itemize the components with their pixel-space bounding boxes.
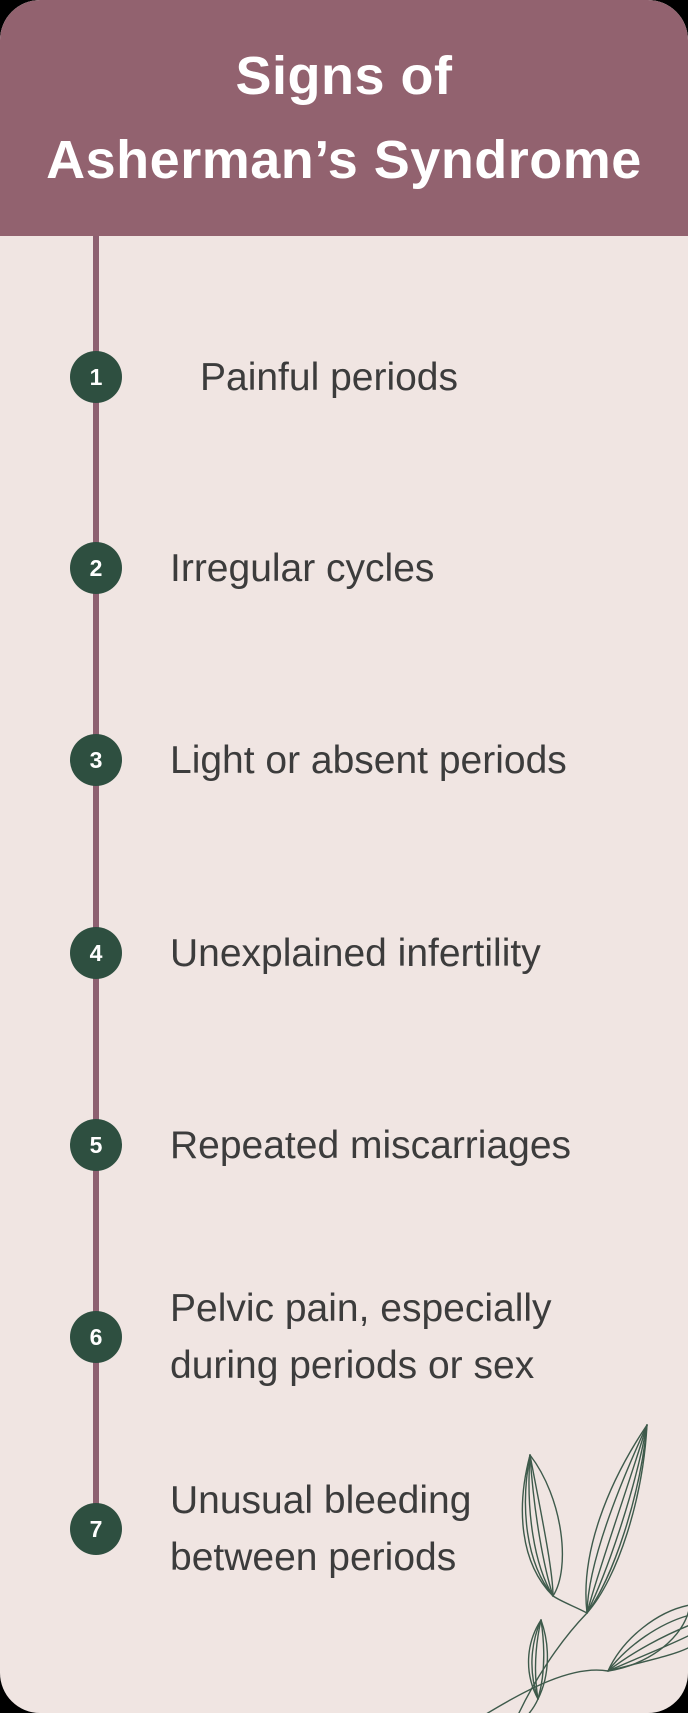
step-circle-2: 2 <box>70 542 122 594</box>
header: Signs of Asherman’s Syndrome <box>0 0 688 236</box>
item-label: Unusual bleeding between periods <box>170 1479 472 1579</box>
step-number: 6 <box>89 1323 103 1350</box>
step-number: 3 <box>89 746 103 773</box>
timeline-item-3: 3 Light or absent periods <box>70 703 567 817</box>
page-title-line1: Signs of <box>235 46 453 106</box>
step-number: 4 <box>89 939 103 966</box>
step-number: 1 <box>89 363 103 390</box>
item-label: Unexplained infertility <box>170 931 541 975</box>
leaf-icon <box>458 1403 688 1713</box>
step-circle-3: 3 <box>70 734 122 786</box>
item-label: Light or absent periods <box>170 738 567 782</box>
step-circle-5: 5 <box>70 1119 122 1171</box>
timeline-item-5: 5 Repeated miscarriages <box>70 1088 571 1202</box>
timeline-item-6: 6 Pelvic pain, especially during periods… <box>70 1280 552 1394</box>
page-title-line2: Asherman’s Syndrome <box>46 130 642 190</box>
step-circle-1: 1 <box>70 351 122 403</box>
step-number: 5 <box>89 1131 103 1158</box>
item-label: Irregular cycles <box>170 546 435 590</box>
timeline-item-4: 4 Unexplained infertility <box>70 896 541 1010</box>
timeline-item-1: 1 Painful periods <box>70 320 458 434</box>
timeline-line <box>93 236 99 1529</box>
step-circle-7: 7 <box>70 1503 122 1555</box>
step-number: 2 <box>89 554 103 581</box>
timeline-item-7: 7 Unusual bleeding between periods <box>70 1472 471 1586</box>
item-label: Painful periods <box>200 355 458 399</box>
step-circle-6: 6 <box>70 1311 122 1363</box>
timeline-item-2: 2 Irregular cycles <box>70 511 434 625</box>
step-circle-4: 4 <box>70 927 122 979</box>
step-number: 7 <box>89 1515 103 1542</box>
item-label: Pelvic pain, especially during periods o… <box>170 1287 552 1387</box>
item-label: Repeated miscarriages <box>170 1123 572 1167</box>
